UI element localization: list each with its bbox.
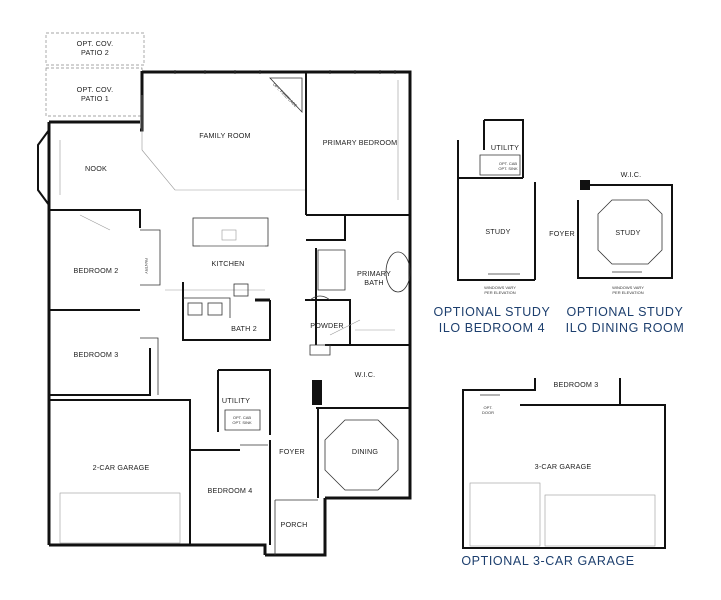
option-wic-label: W.I.C. [621,170,642,179]
option-dining-windows-note-line2: PER ELEVATION [612,290,643,295]
powder-label: POWDER [310,321,344,330]
caption-study-bedroom4-line2: ILO BEDROOM 4 [439,321,545,335]
patio-2-label-line2: PATIO 2 [81,48,109,57]
dining-label: DINING [352,447,379,456]
bedroom-3-label: BEDROOM 3 [74,350,119,359]
option-opt-door-line2: DOOR [482,410,494,415]
caption-study-dining-line1: OPTIONAL STUDY [567,305,684,319]
option-study-label: STUDY [485,227,510,236]
kitchen-island [192,217,269,247]
patio-2-label-line1: OPT. COV. [77,39,114,48]
patio-1-label-line2: PATIO 1 [81,94,109,103]
primary-bath-label-line1: PRIMARY [357,269,391,278]
two-car-garage-label: 2-CAR GARAGE [93,463,150,472]
option-study-dining: W.I.C. FOYER STUDY WINDOWS VARY PER ELEV… [549,170,684,335]
primary-bath-label-line2: BATH [364,278,383,287]
bedroom-2-label: BEDROOM 2 [74,266,119,275]
option-study-dining-label: STUDY [615,228,640,237]
option-bedroom-3-label: BEDROOM 3 [554,380,599,389]
opt-cab-label: OPT. CAB [233,415,252,420]
option-three-car-garage-label: 3-CAR GARAGE [535,462,592,471]
option-dining-windows-note-line1: WINDOWS VARY [612,285,644,290]
kitchen-label: KITCHEN [212,259,245,268]
pantry-label: PANTRY [144,258,149,274]
fireplace-label: OPT. FIREPLACE [272,82,299,109]
main-floor-plan [37,32,412,557]
utility-label: UTILITY [222,396,250,405]
option-foyer-label: FOYER [549,229,575,238]
bath-2-label: BATH 2 [231,324,257,333]
bedroom-4-label: BEDROOM 4 [208,486,253,495]
option-three-car-garage: BEDROOM 3 OPT. DOOR 3-CAR GARAGE OPTIONA… [461,378,666,568]
opt-sink-label: OPT. SINK [232,420,252,425]
patio-1-label-line1: OPT. COV. [77,85,114,94]
option-opt-cab-label: OPT. CAB [499,161,518,166]
caption-three-car-garage: OPTIONAL 3-CAR GARAGE [461,554,634,568]
option-windows-note-line2: PER ELEVATION [484,290,515,295]
option-opt-door-line1: OPT. [484,405,493,410]
option-study-bedroom4: UTILITY OPT. CAB OPT. SINK STUDY WINDOWS… [434,119,551,335]
primary-bedroom-label: PRIMARY BEDROOM [323,138,398,147]
caption-study-bedroom4-line1: OPTIONAL STUDY [434,305,551,319]
family-room-label: FAMILY ROOM [199,131,250,140]
option-windows-note-line1: WINDOWS VARY [484,285,516,290]
wic-label: W.I.C. [355,370,376,379]
porch-label: PORCH [281,520,308,529]
nook-label: NOOK [85,164,107,173]
caption-study-dining-line2: ILO DINING ROOM [566,321,685,335]
option-opt-sink-label: OPT. SINK [498,166,518,171]
foyer-label: FOYER [279,447,305,456]
option-utility-label: UTILITY [491,143,519,152]
